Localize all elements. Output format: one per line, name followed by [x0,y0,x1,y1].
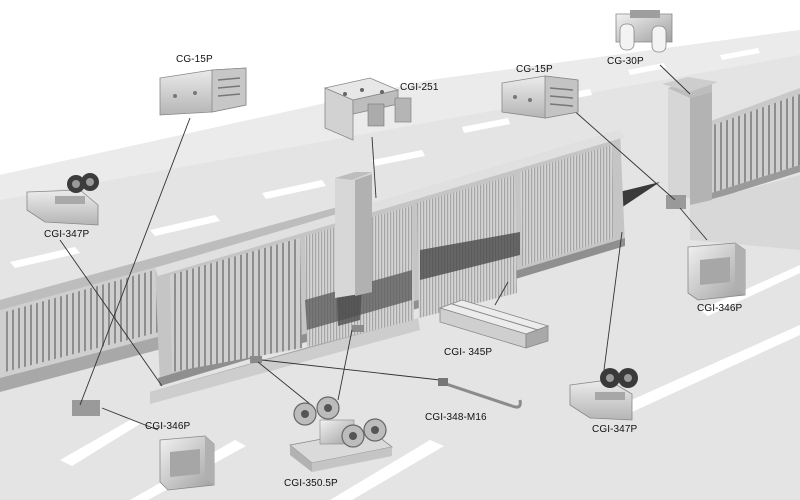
cgi3505p-carriage [289,396,393,472]
label-cgi346p-left: CGI-346P [145,421,191,432]
cgi345p-rail [438,299,550,349]
gate-roller-1 [250,356,262,363]
label-cgi345p: CGI- 345P [444,347,493,358]
label-cgi3505p: CGI-350.5P [284,478,338,489]
leader-cgi251 [371,136,377,199]
gate-post [335,172,372,298]
ground-stop-right [666,195,686,209]
label-cg15p-right: CG-15P [516,64,553,75]
gate-panel-slats [170,238,302,372]
label-cgi348: CGI-348-M16 [425,412,487,423]
cg15p-left-bracket [159,67,247,116]
label-cgi251: CGI-251 [400,82,439,93]
gate-panel-mesh-3 [520,145,614,266]
leader-lines [59,64,708,431]
ground-track-base [150,318,420,404]
sliding-gate [155,130,625,386]
label-cgi346p-right: CGI-346P [697,303,743,314]
cg30p-roller-guide [615,10,673,53]
leader-cg15p-right [570,107,676,201]
cgi348-anchor-bolt [438,378,522,409]
ground-stop-left [72,400,100,416]
right-pillar [662,77,718,205]
label-cg30p: CG-30P [607,56,644,67]
leader-cgi346p-right [679,207,708,241]
gate-roller-2 [352,325,364,332]
cgi347p-left-roller [26,173,99,226]
leader-cgi347p-right [603,231,623,371]
leader-cg15p-left [79,117,191,406]
leader-cgi3505p-b [337,329,353,401]
cgi346p-left-guide [159,435,215,491]
leader-cgi345p [494,281,509,306]
leader-cgi3505p-a [257,361,311,405]
label-cg15p-left: CG-15P [176,54,213,65]
leader-cg30p [659,64,691,95]
cg15p-right-bracket [501,75,579,119]
cgi346p-right-guide [687,242,746,301]
right-fence [690,88,800,250]
leader-cgi347p-left [59,239,163,387]
leader-cgi346p-left [101,407,159,431]
leader-cgi348 [261,359,441,381]
label-cgi347p-left: CGI-347P [44,229,90,240]
cgi347p-right-roller [569,368,638,421]
cgi251-bracket [323,77,412,141]
label-cgi347p-right: CGI-347P [592,424,638,435]
